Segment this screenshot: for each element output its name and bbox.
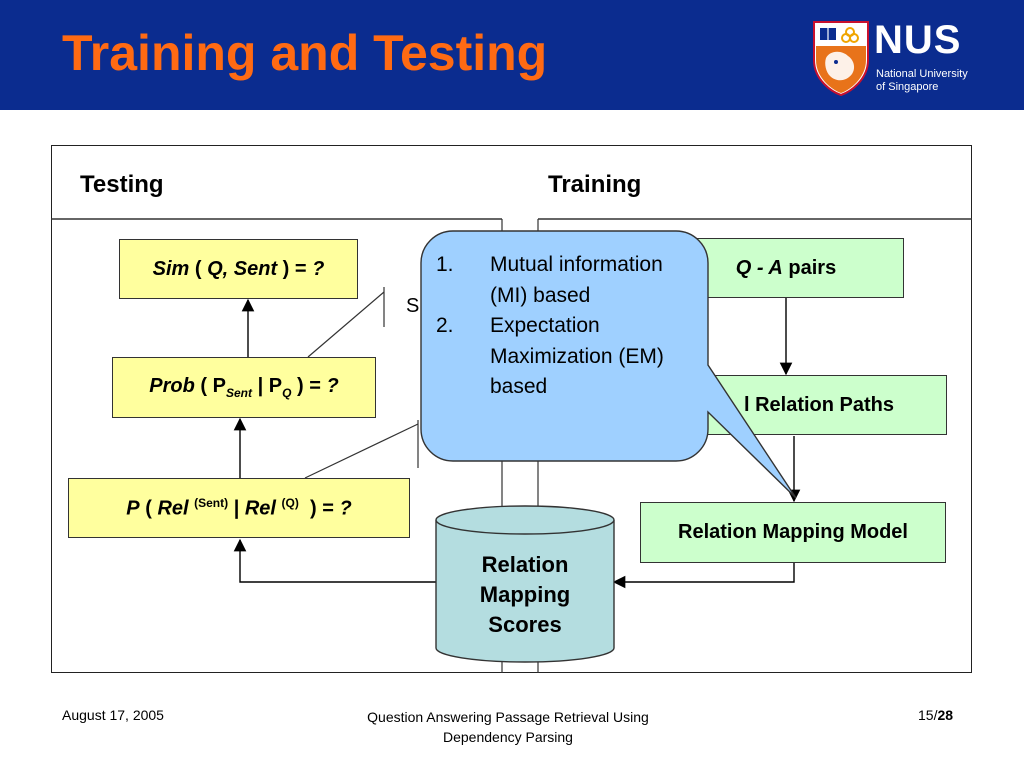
rel-sup2: (Q) (281, 495, 299, 510)
qa-prefix: Q - A (735, 256, 783, 279)
rel-sup1: (Sent) (194, 495, 229, 510)
database-line-2: Mapping (479, 582, 571, 607)
callout-item-2-num: 2. (436, 314, 454, 337)
rel-paren-close: ) (310, 497, 317, 520)
page-total: 28 (937, 707, 954, 723)
prob-p2: P (268, 375, 283, 397)
prob-func: Prob (149, 375, 195, 397)
partial-hidden-text: S (406, 295, 420, 317)
footer-page: 15/28 (918, 707, 953, 723)
rel-r1: Rel (157, 497, 189, 520)
sim-func: Sim (152, 257, 190, 280)
prob-bar: | (257, 375, 264, 397)
rel-bar: | (233, 497, 240, 520)
nus-crest-icon (813, 21, 869, 96)
testing-heading: Testing (80, 171, 164, 198)
footer-title-line-2: Dependency Parsing (443, 729, 573, 745)
prob-sub2: Q (282, 386, 292, 400)
relation-mapping-model-box: Relation Mapping Model (640, 502, 946, 563)
relation-mapping-model-label: Relation Mapping Model (678, 521, 908, 543)
rel-func: P (126, 497, 140, 520)
prob-box: Prob ( PSent | PQ ) = ? (112, 357, 376, 418)
database-cylinder (435, 505, 615, 663)
footer-title: Question Answering Passage Retrieval Usi… (300, 707, 716, 747)
callout-item-1-num: 1. (436, 253, 454, 276)
arrow-model-to-db (612, 563, 795, 589)
logo-line-1: National University (876, 68, 968, 80)
database-line-3: Scores (488, 612, 562, 637)
callout-list: 1. Mutual information (MI) based 2. Expe… (436, 250, 686, 403)
callout-item-1-text: Mutual information (MI) based (490, 253, 663, 307)
prob-sub1: Sent (226, 386, 253, 400)
qa-rest: pairs (782, 256, 837, 279)
relation-paths-box: l Relation Paths (641, 375, 947, 435)
hidden-connector-bottom (304, 423, 419, 479)
nus-logo: NUS National University of Singapore (812, 18, 982, 96)
slide-title: Training and Testing (62, 25, 548, 81)
prob-paren-open: ( (200, 375, 208, 397)
sim-args: Q, Sent (207, 257, 278, 280)
training-heading: Training (548, 171, 642, 198)
page-current: 15/ (918, 707, 938, 723)
header-band: Training and Testing NUS National Univer… (0, 0, 1024, 110)
sim-q: ? (312, 257, 325, 280)
prob-q: ? (326, 375, 339, 397)
callout-item-1: 1. Mutual information (MI) based (436, 250, 686, 311)
rel-paren-open: ( (145, 497, 152, 520)
callout-item-2: 2. Expectation Maximization (EM) based (436, 311, 686, 403)
footer-date: August 17, 2005 (62, 707, 164, 723)
logo-line-2: of Singapore (876, 81, 939, 93)
footer-title-line-1: Question Answering Passage Retrieval Usi… (367, 709, 649, 725)
sim-box: Sim ( Q, Sent ) = ? (119, 239, 358, 299)
hidden-connector-top (307, 291, 385, 358)
sim-eq: = (294, 257, 307, 280)
sim-paren-close: ) (282, 257, 290, 280)
callout-item-2-text: Expectation Maximization (EM) based (490, 314, 664, 398)
prob-eq: = (309, 375, 321, 397)
rel-box: P ( Rel (Sent) | Rel (Q) ) = ? (68, 478, 410, 538)
sim-paren-open: ( (194, 257, 202, 280)
relation-paths-label: l Relation Paths (743, 393, 895, 416)
arrow-db-to-rel (233, 538, 436, 583)
rel-eq: = (322, 497, 334, 520)
database-line-1: Relation (481, 552, 569, 577)
prob-paren-close: ) (297, 375, 304, 397)
qa-pairs-box: Q - A pairs (668, 238, 904, 298)
database-label: Relation Mapping Scores (436, 550, 614, 640)
rel-r2: Rel (244, 497, 276, 520)
prob-p1: P (212, 375, 226, 397)
logo-wordmark: NUS (874, 18, 962, 62)
rel-q: ? (339, 497, 352, 520)
diagram-frame (51, 145, 972, 673)
